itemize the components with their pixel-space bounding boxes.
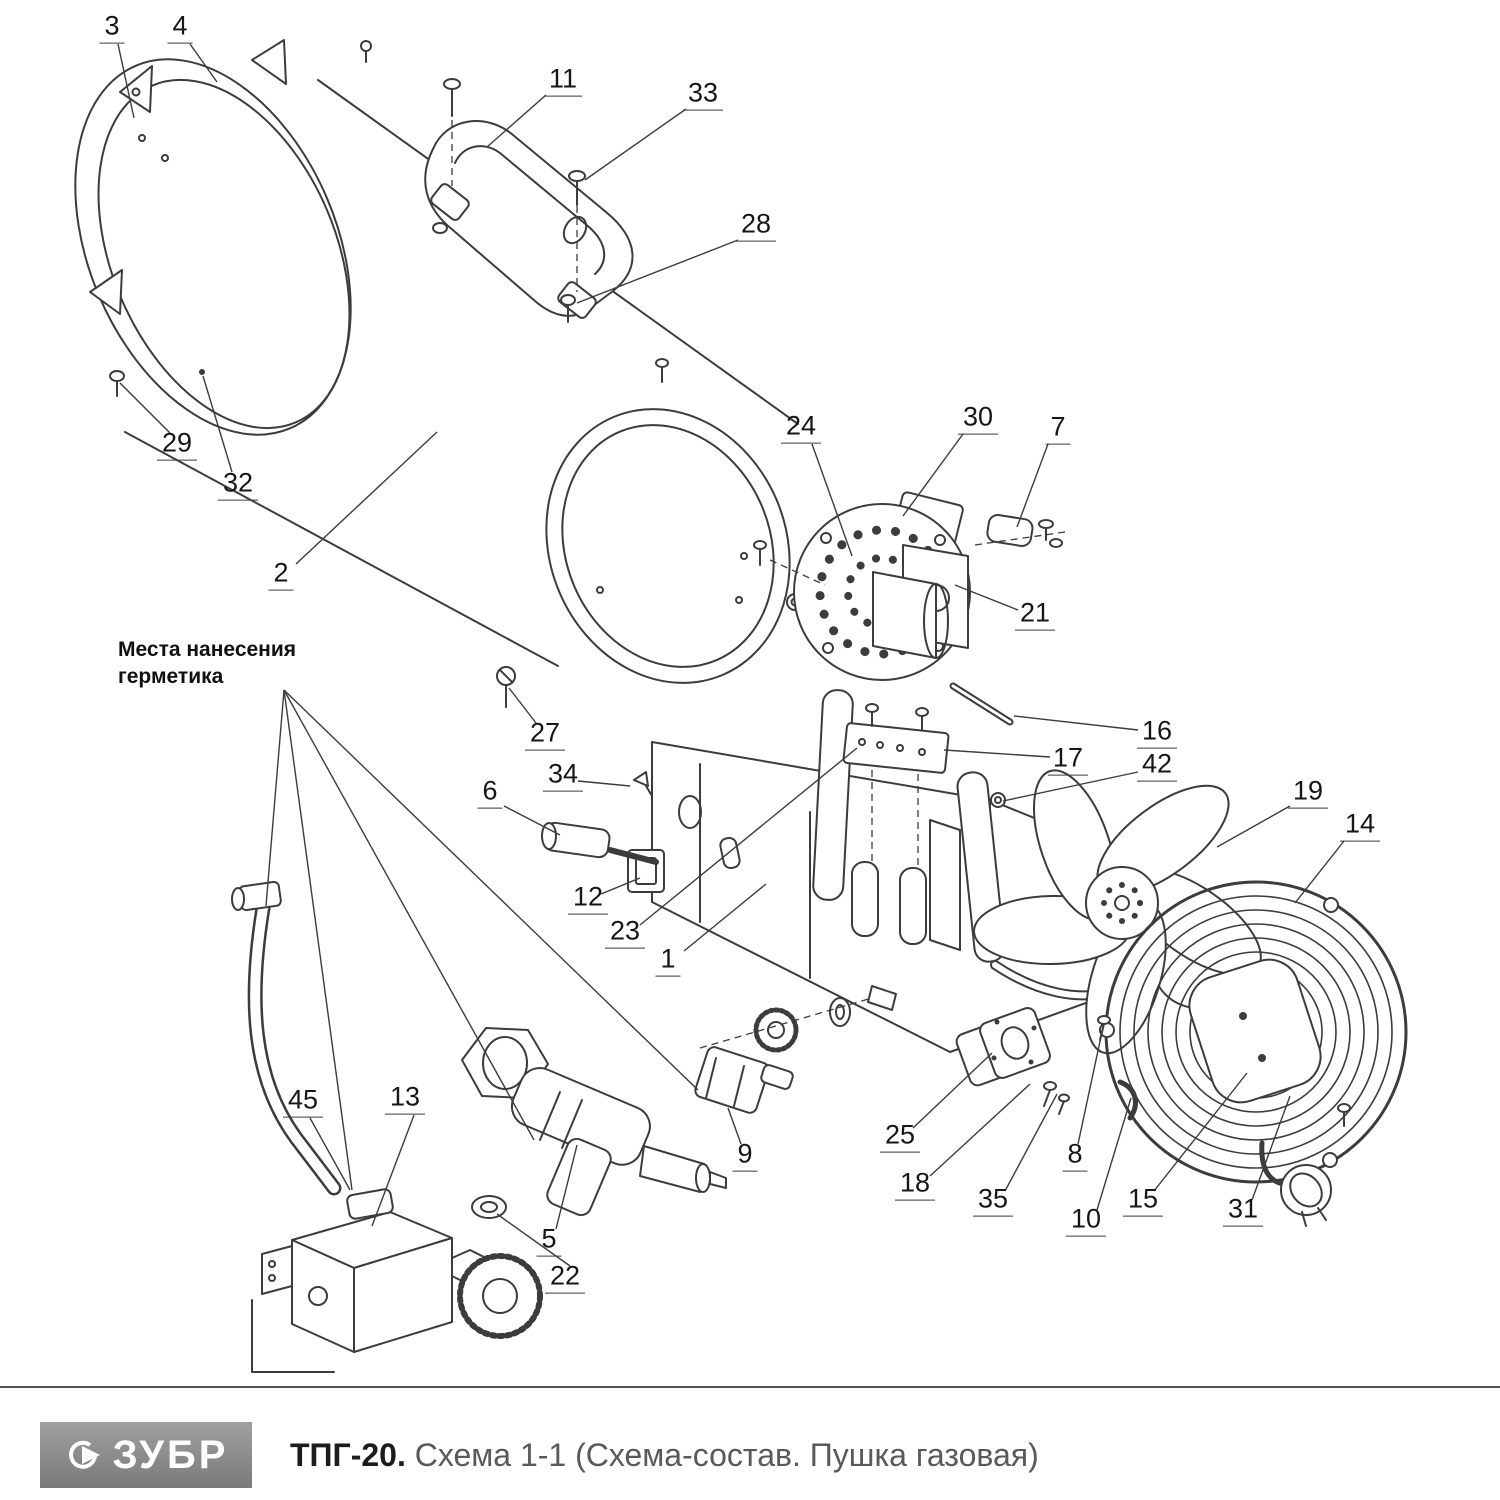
diagram-subtitle: Схема 1-1 (Схема-состав. Пушка газовая) xyxy=(405,1436,1039,1473)
footer-divider xyxy=(0,1386,1500,1388)
callout-30: 30 xyxy=(957,402,999,435)
zubr-logo: ЗУБР xyxy=(40,1422,252,1488)
callout-7: 7 xyxy=(1045,412,1071,445)
callout-27: 27 xyxy=(524,718,566,751)
zubr-arrow-icon xyxy=(68,1440,100,1469)
sealant-annotation-line1: Места нанесения xyxy=(118,638,297,661)
callout-35: 35 xyxy=(972,1184,1014,1217)
callout-29: 29 xyxy=(156,428,198,461)
brand-name: ЗУБР xyxy=(112,1432,229,1477)
callout-16: 16 xyxy=(1136,716,1178,749)
model-number: ТПГ-20. xyxy=(290,1436,406,1473)
callout-45: 45 xyxy=(282,1085,324,1118)
callout-25: 25 xyxy=(879,1120,921,1153)
sealant-annotation: Места нанесения герметика xyxy=(118,636,296,691)
callout-23: 23 xyxy=(604,916,646,949)
callout-31: 31 xyxy=(1222,1194,1264,1227)
callout-8: 8 xyxy=(1062,1139,1088,1172)
callout-33: 33 xyxy=(682,78,724,111)
callout-22: 22 xyxy=(544,1261,586,1294)
callout-11: 11 xyxy=(543,64,583,97)
drawing-layer xyxy=(74,39,1408,1373)
callout-17: 17 xyxy=(1047,743,1089,776)
callout-1: 1 xyxy=(655,944,681,977)
callout-2: 2 xyxy=(268,558,294,591)
callout-34: 34 xyxy=(542,759,584,792)
footer: ЗУБР ТПГ-20. Схема 1-1 (Схема-состав. Пу… xyxy=(40,1420,1039,1490)
callout-14: 14 xyxy=(1339,809,1381,842)
assembly-axes xyxy=(451,96,1066,1049)
callout-28: 28 xyxy=(735,209,777,242)
callout-12: 12 xyxy=(567,882,609,915)
callout-4: 4 xyxy=(167,11,193,44)
callout-3: 3 xyxy=(99,11,125,44)
callout-32: 32 xyxy=(217,468,259,501)
callout-21: 21 xyxy=(1014,598,1056,631)
callout-9: 9 xyxy=(732,1139,758,1172)
sealant-annotation-line2: герметика xyxy=(118,665,224,689)
callout-24: 24 xyxy=(780,411,822,444)
callout-10: 10 xyxy=(1065,1204,1107,1237)
leader-lines xyxy=(117,43,1345,1267)
callout-6: 6 xyxy=(477,776,503,809)
exploded-diagram xyxy=(74,39,1408,1373)
callout-13: 13 xyxy=(384,1082,426,1115)
callout-19: 19 xyxy=(1287,776,1329,809)
callout-15: 15 xyxy=(1122,1184,1164,1217)
callout-5: 5 xyxy=(536,1224,562,1257)
callout-42: 42 xyxy=(1136,749,1178,782)
callout-18: 18 xyxy=(894,1168,936,1201)
diagram-title: ТПГ-20. Схема 1-1 (Схема-состав. Пушка г… xyxy=(290,1437,1039,1474)
